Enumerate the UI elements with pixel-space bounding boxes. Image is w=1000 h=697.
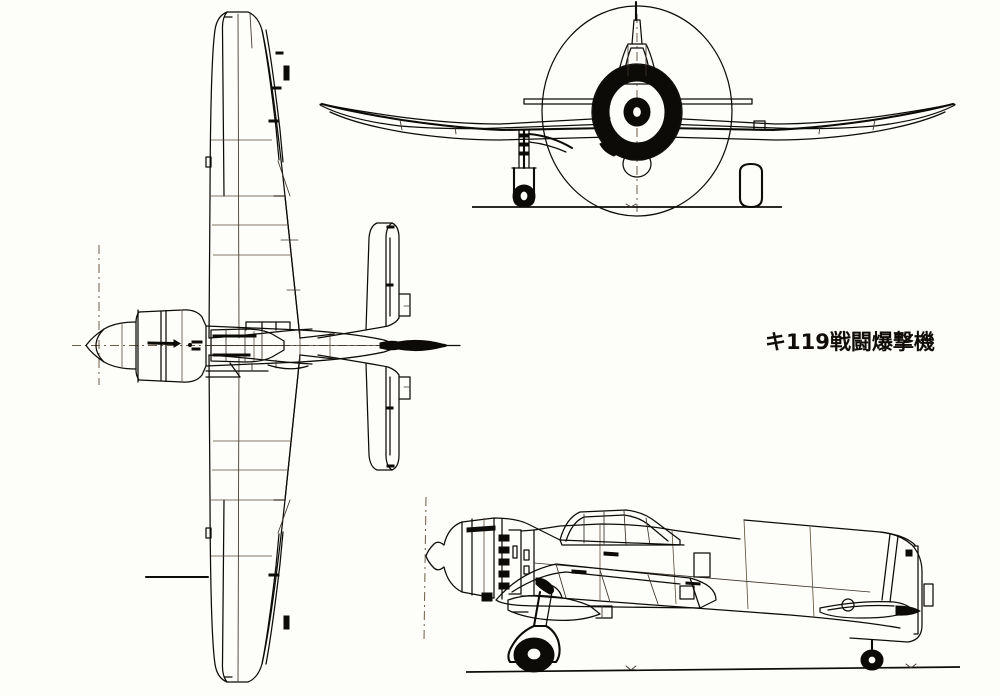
plan-underside-details (205, 321, 309, 378)
front-landing-gear (511, 128, 764, 209)
plan-tail (317, 222, 461, 471)
side-underwing-store (507, 594, 613, 621)
plan-view (72, 11, 461, 683)
front-fuselage (591, 0, 683, 178)
plan-wing-lower (144, 354, 301, 683)
side-view (423, 496, 961, 673)
side-ground-line (465, 666, 961, 673)
drawing-caption: キ119戦闘爆撃機 (765, 330, 935, 354)
plan-wing-upper (205, 11, 301, 339)
side-canopy (559, 509, 685, 557)
plan-fuselage (85, 309, 399, 383)
front-wings (319, 102, 956, 141)
front-view (319, 0, 956, 217)
side-tail (819, 531, 934, 671)
side-wing (495, 563, 717, 609)
plan-centreline-axis (72, 245, 400, 385)
side-fuselage (425, 517, 916, 629)
side-propeller-axis (423, 496, 427, 641)
plan-canopy (191, 328, 285, 363)
side-main-gear (507, 577, 563, 673)
